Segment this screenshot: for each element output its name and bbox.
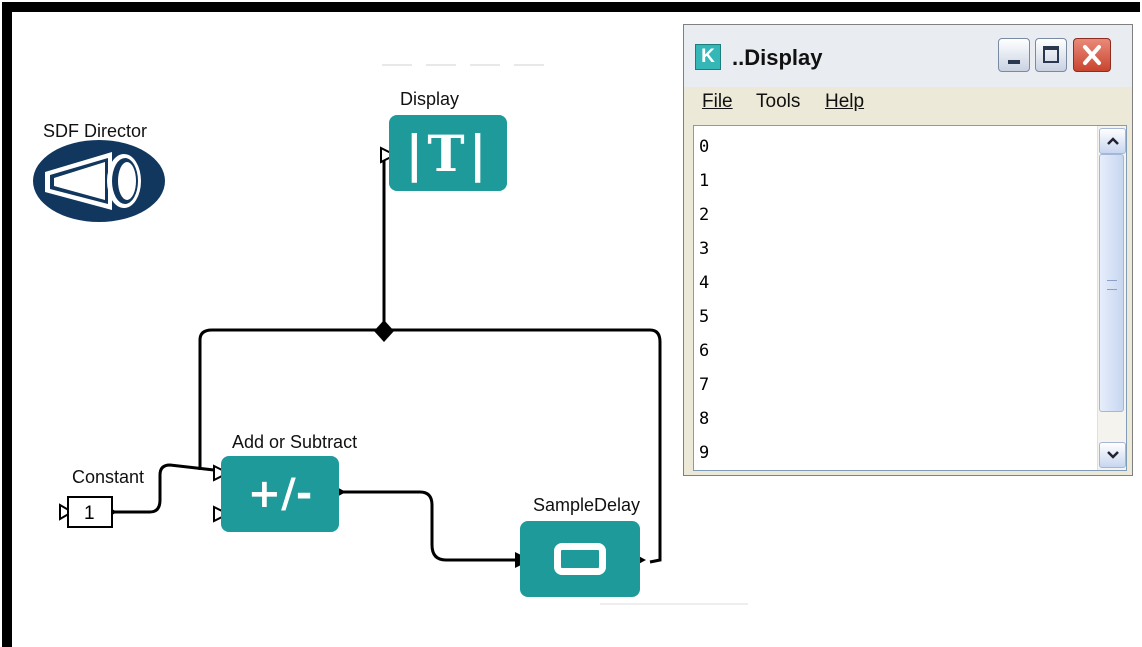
kepler-app-icon: K — [695, 44, 721, 70]
constant-input-port[interactable] — [59, 503, 74, 521]
add-subtract-label: Add or Subtract — [232, 432, 358, 452]
close-button[interactable] — [1073, 38, 1111, 72]
canvas-frame — [2, 2, 1140, 12]
maximize-button[interactable] — [1035, 38, 1067, 72]
scroll-down-button[interactable] — [1099, 442, 1126, 468]
menu-bar: File Tools Help — [684, 87, 1132, 119]
output-line: 8 — [699, 409, 710, 429]
display-actor-glyph: |T| — [405, 123, 491, 183]
output-line: 6 — [699, 341, 710, 361]
window-titlebar[interactable]: K ..Display — [684, 25, 1132, 88]
output-line: 5 — [699, 307, 710, 327]
add-subtract-glyph: +/- — [247, 471, 313, 517]
vertical-scrollbar[interactable] — [1097, 126, 1126, 470]
output-line: 3 — [699, 239, 710, 259]
display-window[interactable]: K ..Display File Tools Help 0 1 2 3 4 5 6 7 8 9 — [683, 24, 1133, 476]
maximize-icon — [1043, 46, 1059, 63]
display-actor-label: Display — [400, 89, 460, 109]
display-input-port[interactable] — [380, 146, 398, 164]
output-line: 1 — [699, 171, 710, 191]
sample-delay-icon — [554, 543, 606, 575]
constant-actor[interactable] — [67, 496, 113, 528]
output-lines: 0 1 2 3 4 5 6 7 8 9 — [699, 136, 710, 470]
output-line: 4 — [699, 273, 710, 293]
constant-value: 1 — [84, 503, 95, 524]
menu-tools[interactable]: Tools — [756, 91, 801, 112]
window-title: ..Display — [732, 45, 823, 70]
sample-delay-label: SampleDelay — [533, 495, 641, 515]
sdf-director-icon[interactable] — [33, 140, 165, 222]
minimize-button[interactable] — [998, 38, 1030, 72]
add-subtract-actor[interactable]: +/- — [221, 456, 339, 532]
sdf-director-label: SDF Director — [43, 121, 148, 141]
scroll-thumb[interactable] — [1099, 154, 1124, 412]
output-line: 0 — [699, 137, 710, 157]
relation-diamond[interactable] — [374, 320, 394, 342]
scroll-up-button[interactable] — [1099, 128, 1126, 154]
close-icon — [1083, 45, 1101, 65]
display-actor[interactable]: |T| — [389, 115, 507, 191]
output-line: 2 — [699, 205, 710, 225]
scroll-grip-icon — [1107, 280, 1117, 290]
constant-label: Constant — [72, 467, 145, 487]
output-text-area[interactable]: 0 1 2 3 4 5 6 7 8 9 — [693, 125, 1127, 471]
output-line: 7 — [699, 375, 710, 395]
scroll-down-icon — [1106, 451, 1119, 459]
output-line: 9 — [699, 443, 710, 463]
minimize-icon — [1008, 60, 1020, 64]
menu-file[interactable]: File — [702, 91, 733, 112]
canvas-left-border — [2, 2, 12, 647]
sample-delay-actor[interactable] — [520, 521, 640, 597]
scroll-up-icon — [1106, 137, 1119, 145]
menu-help[interactable]: Help — [825, 91, 865, 112]
